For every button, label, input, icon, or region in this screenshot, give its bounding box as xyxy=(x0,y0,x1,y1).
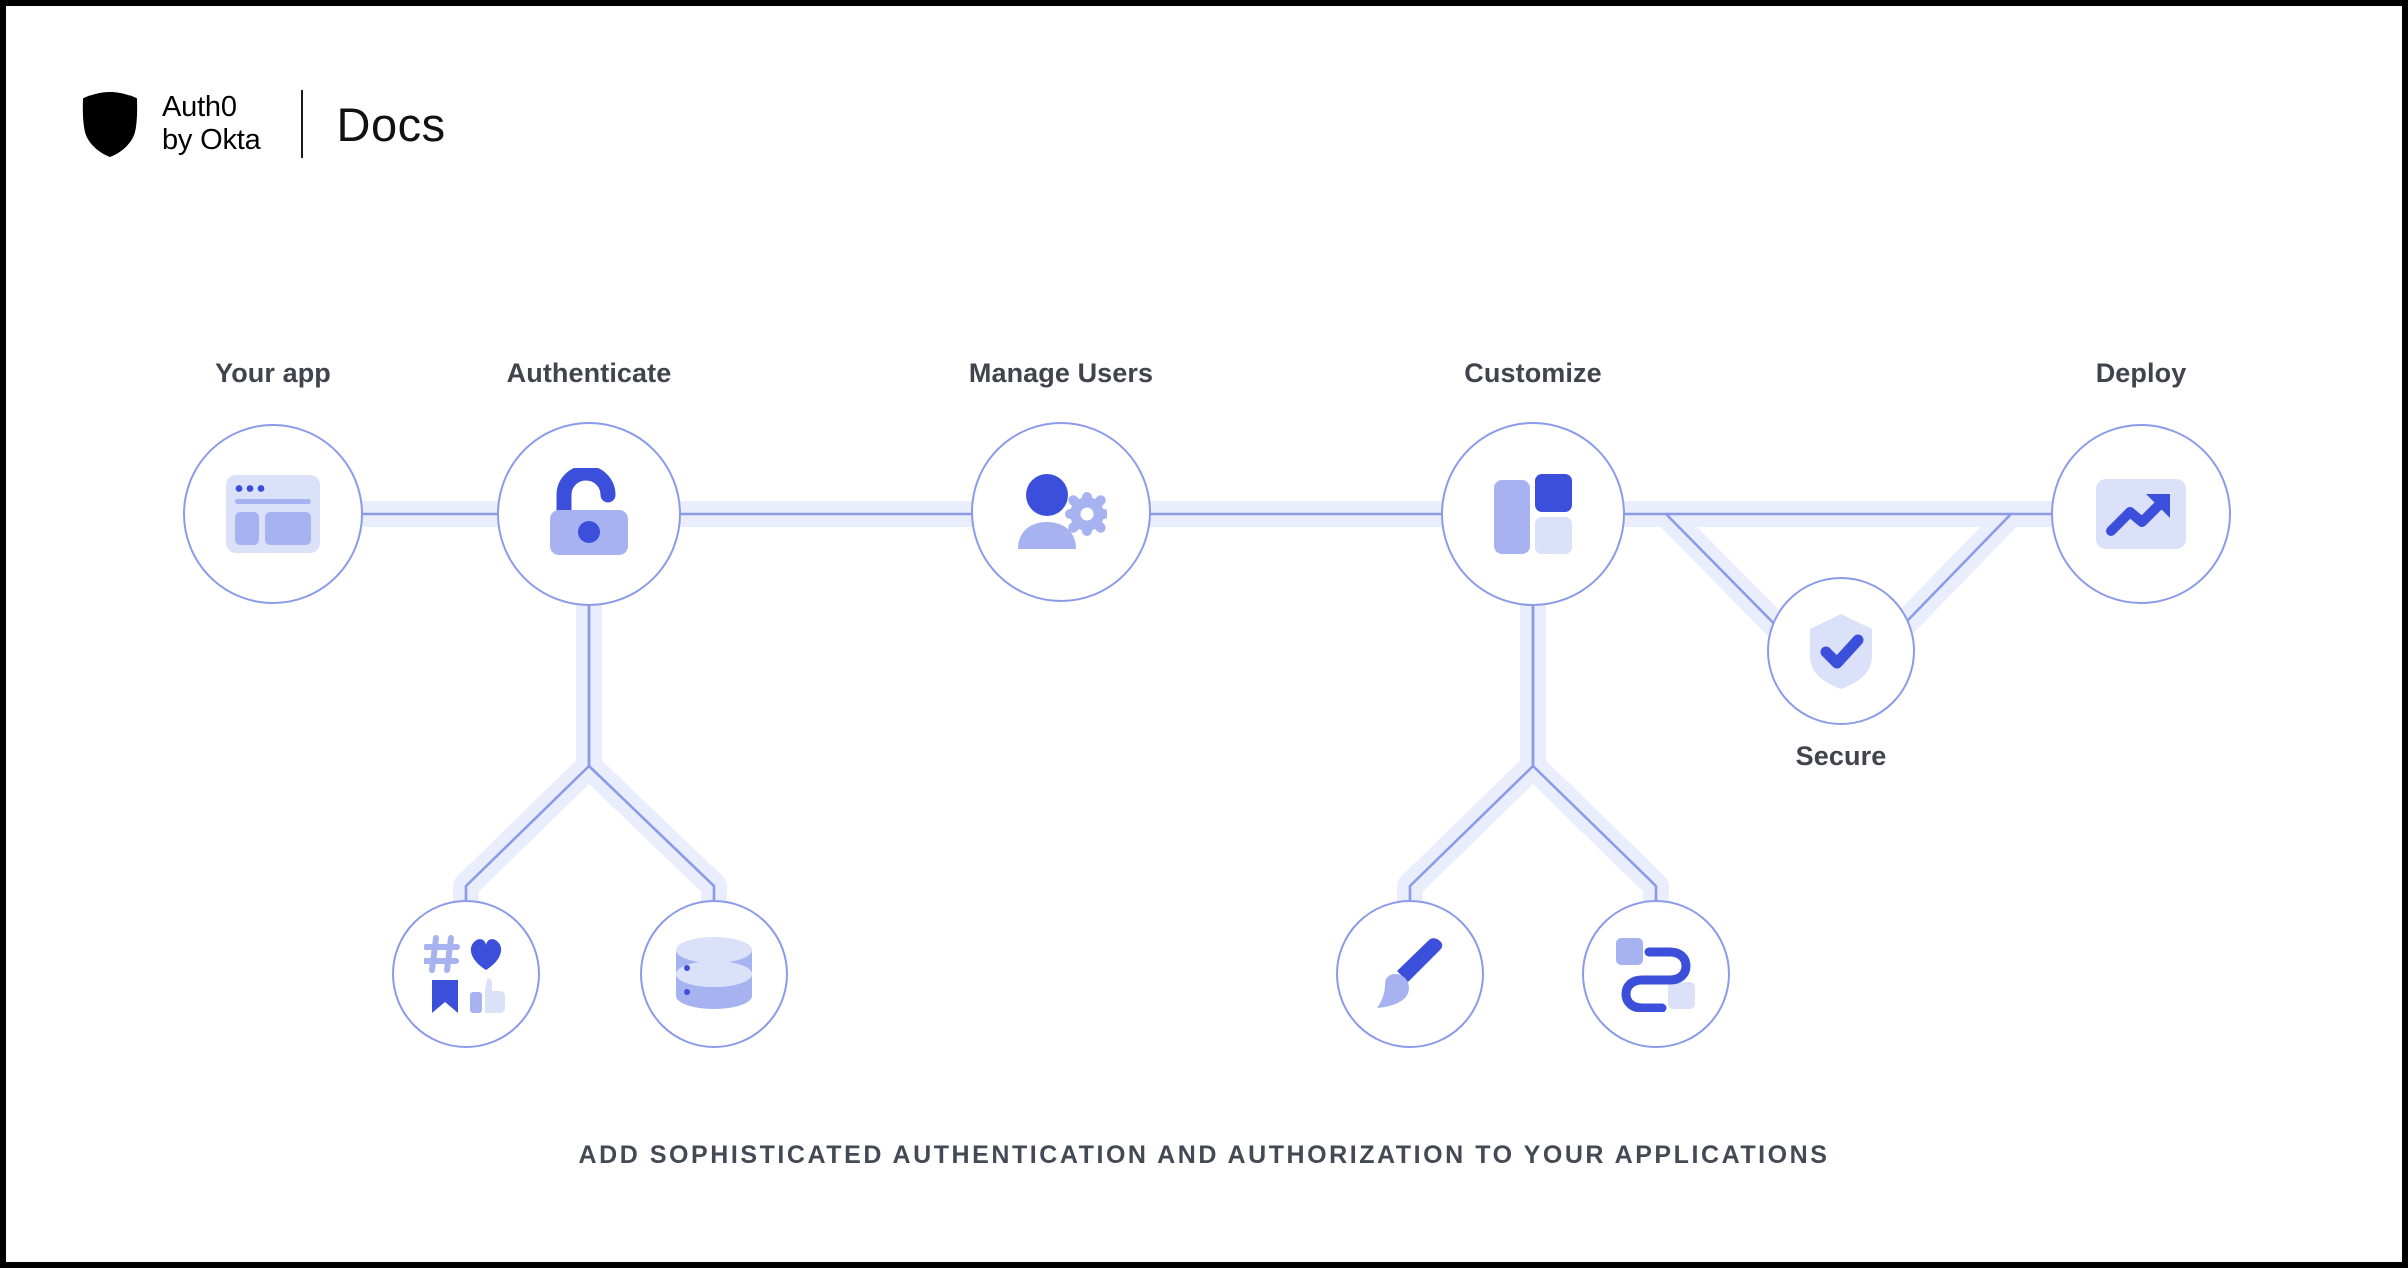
brand-wordmark: Auth0 by Okta xyxy=(162,91,261,157)
node-branding[interactable] xyxy=(1336,900,1484,1048)
open-padlock-icon xyxy=(550,468,628,555)
node-deploy[interactable] xyxy=(2051,424,2231,604)
paintbrush-icon xyxy=(1377,938,1443,1008)
diagram-caption: ADD SOPHISTICATED AUTHENTICATION AND AUT… xyxy=(578,1141,1830,1169)
social-tags-icon xyxy=(424,935,505,1013)
connector-wires xyxy=(260,501,2154,987)
brand-name-line2: by Okta xyxy=(162,124,261,156)
node-manage-users[interactable] xyxy=(971,422,1151,602)
node-label-manage-users: Manage Users xyxy=(968,358,1154,388)
browser-window-icon xyxy=(226,475,320,553)
node-label-secure: Secure xyxy=(1795,741,1887,771)
node-social[interactable] xyxy=(392,900,540,1048)
node-label-your-app: Your app xyxy=(215,358,331,388)
brand-name-line1: Auth0 xyxy=(162,90,237,123)
product-title[interactable]: Docs xyxy=(336,97,446,151)
node-label-deploy: Deploy xyxy=(2095,358,2187,388)
blocks-layout-icon xyxy=(1494,474,1572,554)
node-your-app[interactable] xyxy=(183,424,363,604)
flow-diagram: Your app Authenticate Manage Users xyxy=(6,6,2402,1262)
node-database[interactable] xyxy=(640,900,788,1048)
shield-check-icon xyxy=(1810,614,1872,689)
node-label-customize: Customize xyxy=(1464,358,1602,388)
brand-divider xyxy=(300,90,303,158)
node-customize[interactable] xyxy=(1441,422,1625,606)
database-icon xyxy=(676,937,752,1009)
flow-connector-icon xyxy=(1616,938,1695,1012)
node-secure[interactable] xyxy=(1767,577,1915,725)
node-label-authenticate: Authenticate xyxy=(506,358,672,388)
node-authenticate[interactable] xyxy=(497,422,681,606)
user-gear-icon xyxy=(1018,474,1107,549)
auth0-shield-icon xyxy=(82,92,138,157)
node-flows[interactable] xyxy=(1582,900,1730,1048)
brand-header[interactable]: Auth0 by Okta Docs xyxy=(80,88,446,160)
trending-up-icon xyxy=(2096,479,2186,549)
